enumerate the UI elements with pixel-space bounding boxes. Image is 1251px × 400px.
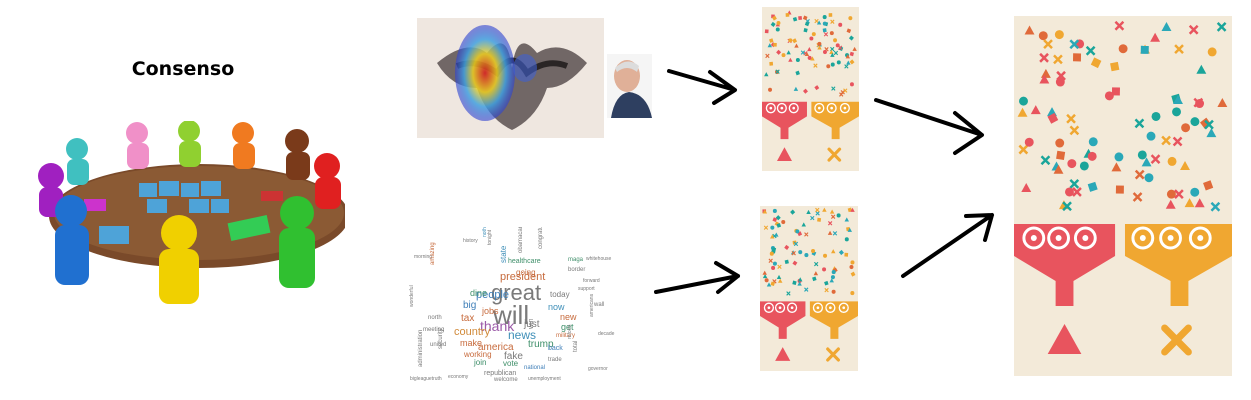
word-cloud-word: border bbox=[568, 267, 586, 273]
word-cloud-word: tax bbox=[461, 313, 475, 324]
page-title: Consenso bbox=[131, 58, 235, 80]
word-cloud-word: today bbox=[550, 290, 570, 299]
arrow-inkblot-to-funnel bbox=[667, 69, 737, 105]
word-cloud-word: get bbox=[561, 322, 574, 332]
arrow-bottom-funnel-to-big bbox=[901, 213, 994, 278]
word-cloud-word: news bbox=[508, 328, 537, 342]
word-cloud-word: meeting bbox=[423, 327, 445, 333]
word-cloud-word: bigleaguetruth bbox=[410, 376, 442, 382]
word-cloud-word: national bbox=[524, 365, 546, 371]
funnel-filter-image-bottom bbox=[760, 206, 858, 371]
word-cloud-word: support bbox=[578, 286, 595, 292]
arrow-top-funnel-to-big bbox=[874, 98, 984, 155]
funnel-filter-image-large bbox=[1014, 16, 1232, 376]
word-cloud-word: will bbox=[493, 300, 530, 330]
word-cloud-word: maga bbox=[568, 257, 584, 263]
word-cloud-word: economy bbox=[448, 374, 469, 380]
word-cloud-word: thank bbox=[480, 318, 515, 334]
word-cloud-word: republican bbox=[484, 370, 517, 377]
word-cloud-word: trade bbox=[548, 357, 562, 363]
word-cloud-word: united bbox=[430, 342, 447, 348]
word-cloud-word: welcome bbox=[494, 377, 518, 383]
word-cloud-word: america bbox=[478, 342, 514, 353]
word-cloud-word: join bbox=[474, 358, 487, 367]
word-cloud-word: north bbox=[428, 315, 442, 321]
word-cloud-word: just bbox=[524, 319, 540, 330]
word-cloud-word: unemployment bbox=[528, 376, 561, 382]
word-cloud-word: wall bbox=[594, 302, 605, 308]
word-cloud-word: dine bbox=[470, 288, 488, 298]
word-cloud-word: forward bbox=[583, 278, 600, 284]
word-cloud-word: trump bbox=[528, 339, 554, 350]
word-cloud-word: going bbox=[516, 268, 536, 277]
inkblot-heatmap-image bbox=[417, 18, 604, 138]
funnel-filter-image-top bbox=[762, 7, 859, 171]
arrow-cloud-to-funnel bbox=[654, 261, 740, 294]
word-cloud-word: military bbox=[556, 333, 575, 339]
word-cloud-word: working bbox=[464, 350, 492, 359]
consensus-meeting-image bbox=[29, 121, 345, 304]
word-cloud-word: whitehouse bbox=[586, 256, 612, 262]
word-cloud-word: new bbox=[560, 312, 577, 322]
word-cloud-word: history bbox=[463, 238, 478, 244]
word-cloud-word: president bbox=[500, 271, 546, 283]
word-cloud-word: jobs bbox=[482, 306, 499, 316]
word-cloud-word: big bbox=[463, 300, 477, 311]
word-cloud-word: back bbox=[548, 345, 563, 352]
word-cloud-word: governor bbox=[588, 366, 608, 372]
word-cloud-word: make bbox=[460, 338, 483, 348]
word-cloud-word: vote bbox=[503, 359, 519, 368]
word-cloud-word: country bbox=[454, 326, 491, 338]
word-cloud-word: great bbox=[491, 280, 542, 305]
word-cloud-word: healthcare bbox=[508, 258, 541, 265]
word-cloud-word: fake bbox=[504, 351, 523, 362]
word-cloud-word: morning bbox=[414, 254, 433, 260]
word-cloud-word: now bbox=[548, 302, 565, 312]
word-cloud-word: people bbox=[476, 289, 510, 301]
person-photo bbox=[607, 54, 652, 118]
word-cloud-word: decade bbox=[598, 331, 615, 337]
